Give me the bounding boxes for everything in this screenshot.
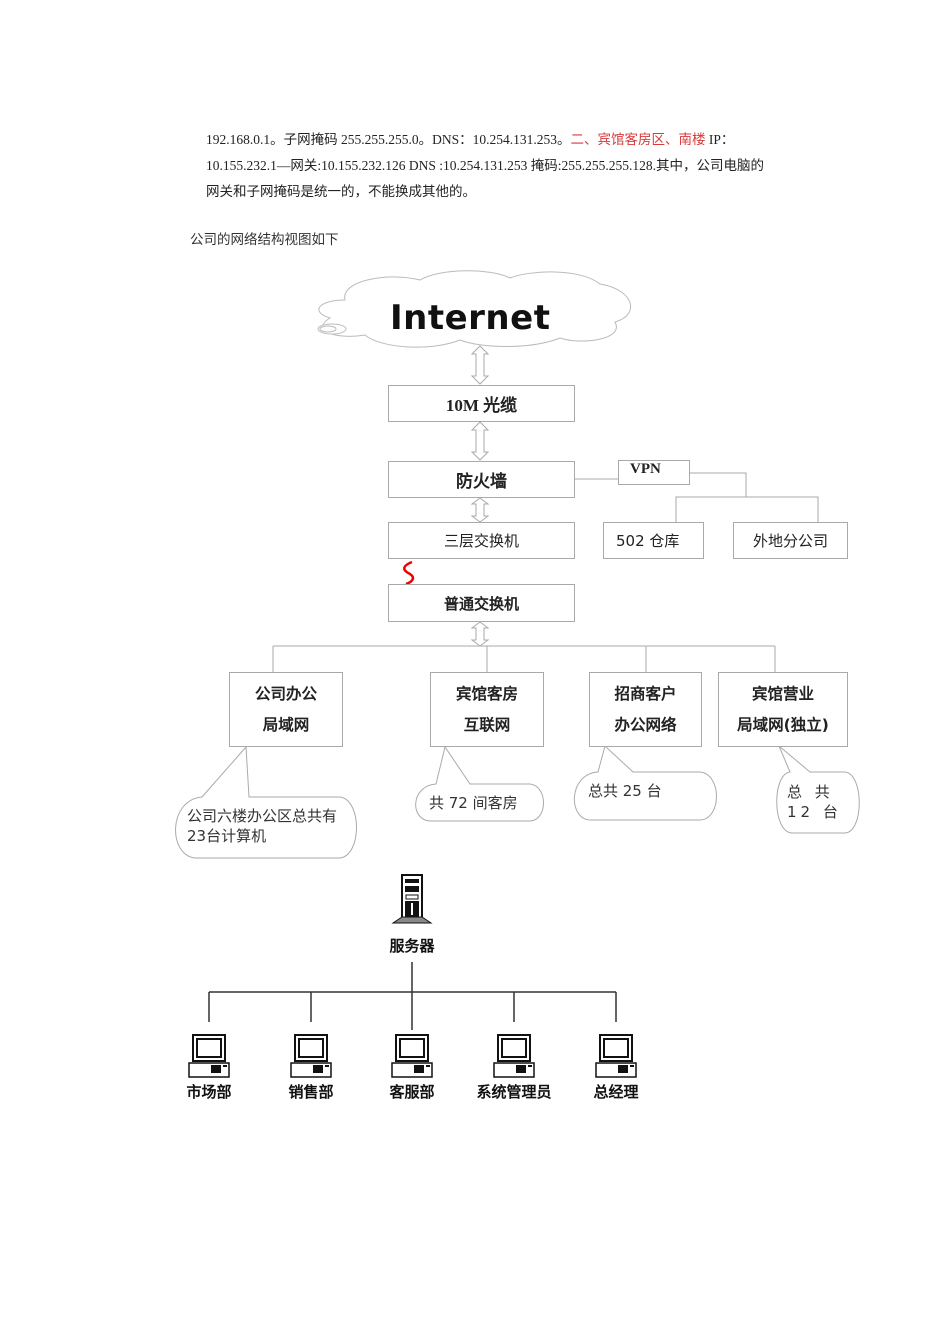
vpn-box: VPN [618, 460, 690, 485]
cloud-shape [317, 270, 632, 348]
server-icon [391, 874, 433, 924]
diagram-caption: 公司的网络结构视图如下 [190, 232, 339, 248]
paragraph-line-3: 网关和子网掩码是统一的，不能换成其他的。 [206, 184, 476, 199]
network-box-hotel-business: 宾馆营业局域网(独立) [718, 672, 848, 747]
internet-label: Internet [390, 298, 551, 334]
firewall-box: 防火墙 [388, 461, 575, 498]
computer-icon [188, 1034, 230, 1078]
switch-box: 普通交换机 [388, 584, 575, 622]
paragraph-line-2: 10.155.232.1—网关:10.155.232.126 DNS :10.2… [206, 158, 765, 173]
callout-hotel-rooms: 共 72 间客房 [429, 794, 518, 812]
warehouse-box: 502 仓库 [603, 522, 704, 559]
client-computer [492, 1033, 536, 1084]
client-computer [594, 1033, 638, 1084]
l3-switch-box: 三层交换机 [388, 522, 575, 559]
client-label: 系统管理员 [476, 1083, 552, 1101]
callout-business-computers: 总 共 12 台 [787, 783, 842, 821]
computer-icon [391, 1034, 433, 1078]
callout-office-computers: 公司六楼办公区总共有23台计算机 [187, 807, 338, 845]
paragraph-line-1: 192.168.0.1。子网掩码 255.255.255.0。DNS：10.25… [206, 132, 735, 147]
branch-office-box: 外地分公司 [733, 522, 848, 559]
ip-config-paragraph: 192.168.0.1。子网掩码 255.255.255.0。DNS：10.25… [206, 127, 816, 205]
callout-merchant-computers: 总共 25 台 [588, 782, 662, 800]
network-box-merchants: 招商客户办公网络 [589, 672, 702, 747]
client-label: 客服部 [389, 1083, 435, 1101]
client-label: 市场部 [186, 1083, 232, 1101]
computer-icon [493, 1034, 535, 1078]
computer-icon [595, 1034, 637, 1078]
fiber-box: 10M 光缆 [388, 385, 575, 422]
highlight-text: 二、宾馆客房区、南楼 [570, 132, 706, 147]
network-box-hotel-rooms: 宾馆客房互联网 [430, 672, 544, 747]
computer-icon [290, 1034, 332, 1078]
client-computer [289, 1033, 333, 1084]
network-box-office: 公司办公局域网 [229, 672, 343, 747]
network-distribution-lines [272, 645, 776, 672]
client-computer [390, 1033, 434, 1084]
server-tree-lines [208, 962, 617, 1030]
client-computer [187, 1033, 231, 1084]
red-mark [403, 560, 415, 586]
callout-bubbles [175, 745, 860, 859]
vpn-connectors [575, 472, 819, 522]
server-label: 服务器 [389, 937, 435, 955]
client-label: 总经理 [593, 1083, 639, 1101]
client-label: 销售部 [288, 1083, 334, 1101]
